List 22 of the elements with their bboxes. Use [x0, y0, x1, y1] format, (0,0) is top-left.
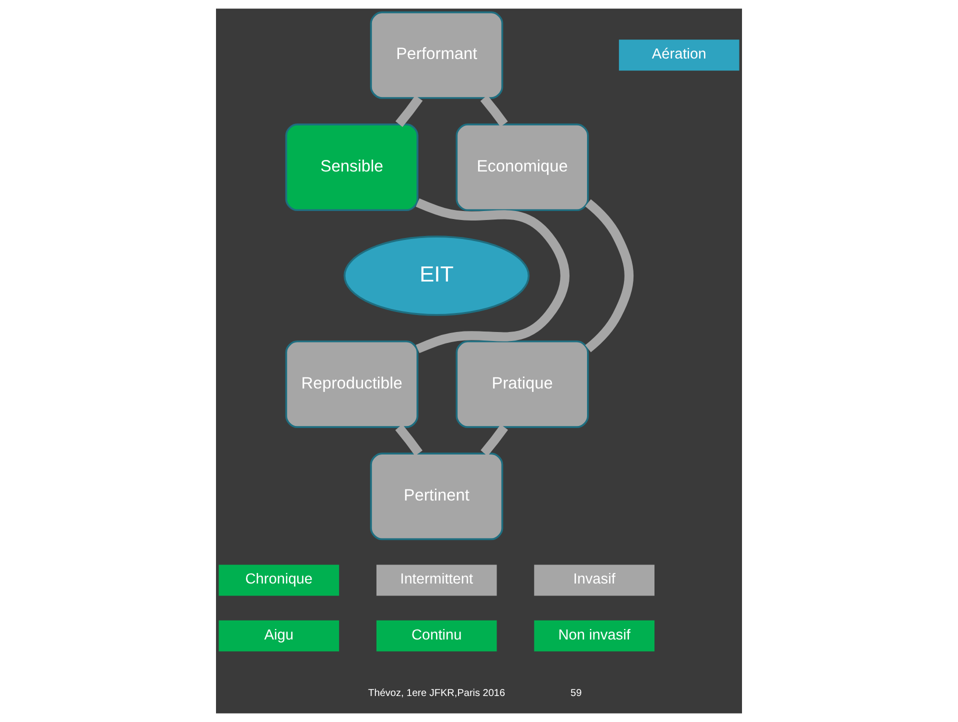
- label: Thévoz, 1ere JFKR,Paris 2016: [368, 688, 506, 699]
- node-box: Reproductible: [285, 340, 418, 428]
- connector: [395, 95, 423, 127]
- node-box: Intermittent: [376, 564, 497, 596]
- node-box: Sensible: [285, 124, 418, 212]
- label: 59: [570, 688, 582, 699]
- connector: [480, 95, 508, 127]
- connector: [585, 199, 634, 352]
- node-box: Continu: [376, 620, 497, 652]
- connector: [416, 198, 570, 354]
- node-box: Performant: [370, 11, 504, 99]
- node-box: Invasif: [534, 564, 654, 596]
- node-box: Aigu: [218, 620, 340, 652]
- connector: [395, 424, 422, 456]
- node-box: Pratique: [456, 340, 589, 428]
- node-box: Economique: [456, 124, 589, 212]
- node-box: Non invasif: [534, 620, 654, 652]
- node-box: Aération: [618, 40, 740, 71]
- node-box: Chronique: [218, 564, 340, 596]
- node-ellipse: EIT: [344, 236, 530, 316]
- connector: [480, 424, 508, 456]
- node-box: Pertinent: [370, 452, 504, 540]
